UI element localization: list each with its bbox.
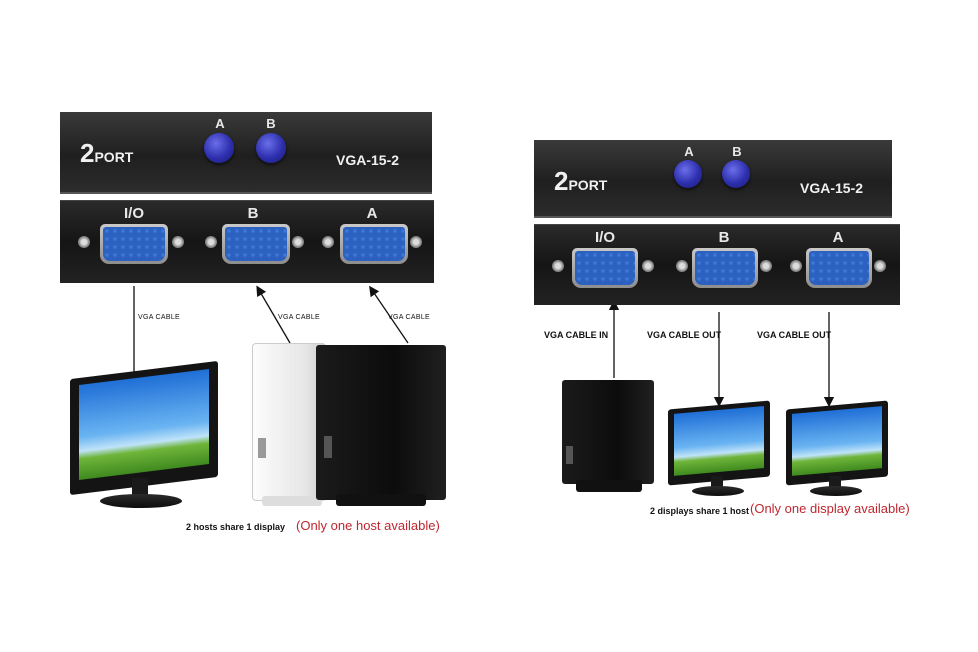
right-screw (552, 260, 564, 272)
left-host-white (252, 343, 326, 501)
right-port-io-label: I/O (594, 229, 615, 246)
right-monitor-2 (786, 400, 888, 486)
right-host-black-port (566, 446, 573, 464)
right-screw (676, 260, 688, 272)
left-monitor (70, 360, 218, 496)
left-screw (410, 236, 422, 248)
right-switch-top (534, 140, 892, 218)
left-vga-port-b (222, 224, 290, 264)
left-button-b-label: B (266, 116, 276, 131)
left-host-black (316, 345, 446, 500)
left-button-a-label: A (215, 116, 225, 131)
right-monitor-1-screen (674, 405, 764, 476)
right-vga-port-b (692, 248, 758, 288)
left-button-b[interactable] (256, 133, 286, 163)
left-note: (Only one host available) (296, 518, 440, 533)
left-brand-word: PORT (94, 149, 134, 165)
right-brand-number: 2 (554, 166, 569, 196)
right-monitor-2-screen (792, 405, 882, 476)
right-monitor-1 (668, 400, 770, 486)
left-port-b-label: B (247, 205, 259, 222)
left-host-black-port (324, 436, 332, 458)
right-brand-word: PORT (568, 177, 608, 193)
right-host-black (562, 380, 654, 484)
right-cable-out-label-2: VGA CABLE OUT (757, 330, 832, 340)
left-caption: 2 hosts share 1 display (186, 522, 286, 532)
right-screw (874, 260, 886, 272)
left-cable-label-host-b: VGA CABLE (278, 314, 320, 321)
right-vga-port-a (806, 248, 872, 288)
left-vga-port-a (340, 224, 408, 264)
left-cable-label-host-a: VGA CABLE (388, 314, 430, 321)
right-model: VGA-15-2 (800, 180, 864, 196)
left-host-white-stand (262, 496, 322, 506)
right-monitor-2-stand-base (810, 486, 862, 496)
left-brand: 2PORT (80, 138, 133, 169)
left-host-black-stand (336, 494, 426, 506)
left-vga-port-io (100, 224, 168, 264)
right-host-black-stand (576, 480, 642, 492)
right-button-b[interactable] (722, 160, 750, 188)
right-brand: 2PORT (554, 166, 607, 197)
right-note: (Only one display available) (750, 501, 910, 516)
left-cable-label-display: VGA CABLE (138, 314, 180, 321)
left-screw (322, 236, 334, 248)
left-arrow-from-host-white (256, 285, 291, 344)
left-screw (78, 236, 90, 248)
left-screw (205, 236, 217, 248)
right-screw (790, 260, 802, 272)
left-model: VGA-15-2 (336, 152, 400, 168)
right-button-a[interactable] (674, 160, 702, 188)
left-port-io-label: I/O (123, 205, 144, 222)
left-button-a[interactable] (204, 133, 234, 163)
right-port-b-label: B (718, 229, 730, 246)
right-cable-out-label-1: VGA CABLE OUT (647, 330, 722, 340)
left-host-white-port (258, 438, 266, 458)
left-switch-top (60, 112, 432, 194)
left-monitor-stand-base (100, 494, 182, 508)
right-button-a-label: A (684, 144, 694, 159)
right-caption: 2 displays share 1 host (650, 506, 750, 516)
left-arrow-from-host-black (369, 285, 409, 344)
right-vga-port-io (572, 248, 638, 288)
left-port-a-label: A (366, 205, 378, 222)
left-brand-number: 2 (80, 138, 95, 168)
right-port-a-label: A (832, 229, 844, 246)
right-cable-in-label: VGA CABLE IN (544, 330, 609, 340)
right-screw (642, 260, 654, 272)
left-screw (292, 236, 304, 248)
right-button-b-label: B (732, 144, 742, 159)
right-screw (760, 260, 772, 272)
left-screw (172, 236, 184, 248)
left-monitor-screen (78, 368, 210, 481)
right-monitor-1-stand-base (692, 486, 744, 496)
